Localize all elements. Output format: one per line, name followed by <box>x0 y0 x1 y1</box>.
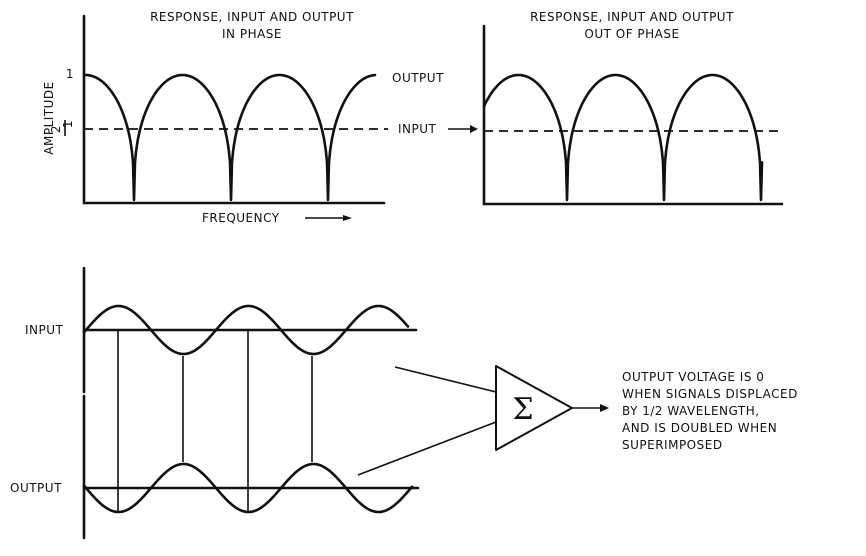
x-axis-label: FREQUENCY <box>202 211 280 225</box>
left-title-line1: RESPONSE, INPUT AND OUTPUT <box>150 10 354 24</box>
input-arrow-icon <box>470 125 478 133</box>
note-line-3: BY 1/2 WAVELENGTH, <box>622 404 760 418</box>
explanation-note: OUTPUT VOLTAGE IS 0 WHEN SIGNALS DISPLAC… <box>622 370 798 452</box>
note-line-4: AND IS DOUBLED WHEN <box>622 421 777 435</box>
note-line-1: OUTPUT VOLTAGE IS 0 <box>622 370 764 384</box>
summer-output-arrow-icon <box>600 404 609 412</box>
frequency-arrow-icon <box>343 215 352 221</box>
bottom-input-label: INPUT <box>25 323 64 337</box>
note-line-5: SUPERIMPOSED <box>622 438 723 452</box>
left-title-line2: IN PHASE <box>222 27 282 41</box>
right-title-line1: RESPONSE, INPUT AND OUTPUT <box>530 10 734 24</box>
y-axis-label: AMPLITUDE <box>42 81 56 154</box>
input-sine-wave <box>82 304 410 356</box>
left-output-curve <box>82 73 377 202</box>
bottom-output-label: OUTPUT <box>10 481 62 495</box>
right-output-curve <box>482 73 764 202</box>
output-connector <box>357 421 497 476</box>
tick-half-denominator: 2 <box>49 125 63 133</box>
input-connector <box>394 366 497 393</box>
note-line-2: WHEN SIGNALS DISPLACED <box>622 387 798 401</box>
sigma-icon: Σ <box>512 392 533 427</box>
right-title-line2: OUT OF PHASE <box>584 27 679 41</box>
summing-amplifier <box>495 365 573 451</box>
input-label: INPUT <box>398 122 437 136</box>
output-label: OUTPUT <box>392 71 444 85</box>
tick-half-numerator: 1 <box>61 120 75 128</box>
tick-1: 1 <box>66 67 74 81</box>
